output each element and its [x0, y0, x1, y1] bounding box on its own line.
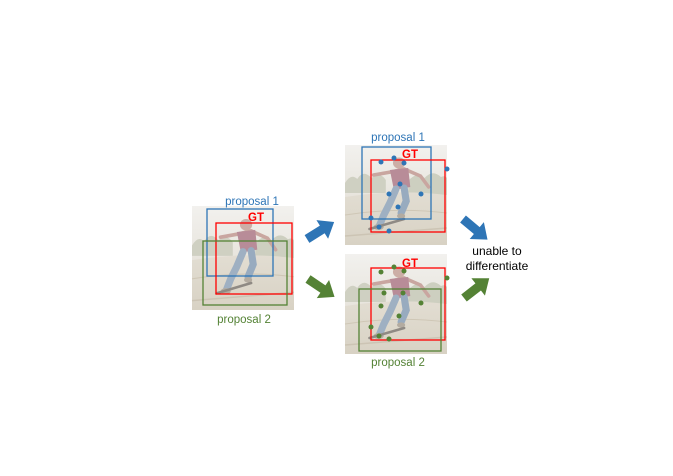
proposal-2-box	[358, 288, 442, 352]
keypoint	[376, 333, 382, 339]
keypoint	[386, 228, 392, 234]
bottom-right-panel: GT proposal 2	[345, 254, 450, 369]
gt-box	[215, 222, 293, 295]
keypoint	[391, 264, 397, 270]
keypoint	[378, 159, 384, 165]
proposal-2-box	[202, 240, 288, 306]
keypoint	[381, 290, 387, 296]
conclusion-line-2: differentiate	[466, 259, 529, 273]
keypoint	[391, 155, 397, 161]
keypoint	[378, 269, 384, 275]
arrow-icon	[455, 210, 495, 248]
proposal-1-box	[361, 146, 432, 220]
gt-label: GT	[402, 149, 418, 161]
gt-box	[370, 267, 446, 341]
keypoint	[444, 275, 450, 281]
keypoint	[418, 191, 424, 197]
keypoint	[396, 313, 402, 319]
keypoint	[444, 166, 450, 172]
keypoint	[397, 181, 403, 187]
keypoint	[368, 324, 374, 330]
gt-label: GT	[402, 258, 418, 270]
gt-box	[370, 159, 446, 233]
proposal-1-label: proposal 1	[225, 196, 279, 208]
arrow-icon	[301, 269, 341, 307]
keypoint	[378, 303, 384, 309]
proposal-1-box	[206, 208, 274, 277]
keypoint	[386, 191, 392, 197]
keypoint	[386, 336, 392, 342]
conclusion: unable to differentiate	[466, 244, 529, 273]
skateboarder-photo	[345, 254, 447, 354]
arrow-icon	[457, 269, 496, 307]
gt-label: GT	[248, 212, 264, 224]
top-right-panel: proposal 1 GT	[345, 132, 450, 245]
keypoints	[368, 264, 450, 342]
keypoint	[401, 268, 407, 274]
keypoints	[368, 155, 450, 234]
keypoint	[401, 160, 407, 166]
proposal-2-label: proposal 2	[371, 357, 425, 369]
keypoint	[395, 204, 401, 210]
proposal-1-label: proposal 1	[371, 132, 425, 144]
keypoint	[376, 224, 382, 230]
left-panel: proposal 1 GT proposal 2	[192, 196, 294, 326]
keypoint	[368, 215, 374, 221]
keypoint	[418, 300, 424, 306]
arrow-icon	[301, 212, 340, 249]
proposal-2-label: proposal 2	[217, 314, 271, 326]
conclusion-line-1: unable to	[472, 244, 522, 258]
keypoint	[400, 290, 406, 296]
